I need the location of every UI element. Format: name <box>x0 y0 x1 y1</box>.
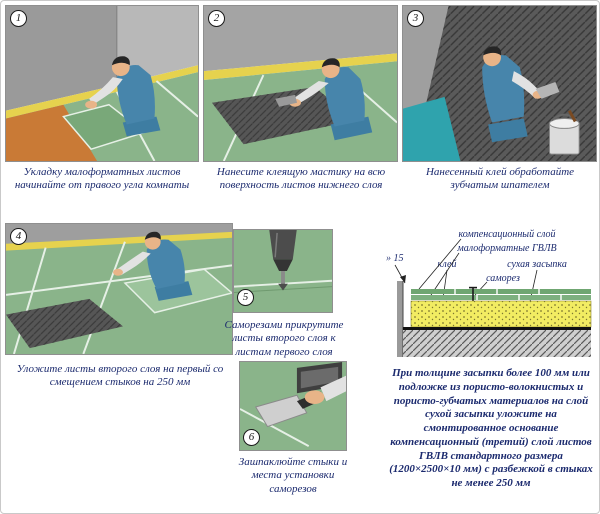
mastic-covered-sheet <box>6 298 123 349</box>
putty-tray-icon <box>296 362 343 394</box>
worker-figure <box>113 231 193 301</box>
step-caption-5: Саморезами прикрутите листы второго слоя… <box>224 319 344 358</box>
worker-figure <box>482 46 560 143</box>
step-caption-3: Нанесенный клей обработайте зубчатым шпа… <box>425 166 575 192</box>
worker-figure <box>85 56 161 137</box>
screw-symbol <box>469 286 477 303</box>
label-compensation-layer: компенсационный слой <box>459 229 556 240</box>
step-illustration-2 <box>203 5 398 162</box>
hand <box>304 390 325 405</box>
label-dry-backfill: сухая засыпка <box>507 259 567 270</box>
step-caption-2: Нанесите клеящую мастику на всю поверхно… <box>216 166 386 192</box>
step-number-badge: 6 <box>243 429 260 446</box>
step-illustration-3 <box>402 5 597 162</box>
worker-figure <box>275 58 373 141</box>
mastic-covered-sheet <box>211 86 355 145</box>
glue-bucket-icon <box>548 109 580 155</box>
cross-section-diagram: компенсационный слой малоформатные ГВЛВ … <box>385 225 597 363</box>
slab-line <box>403 327 591 330</box>
step-panel-4: 4 <box>5 223 233 355</box>
label-screw: саморез <box>486 273 520 284</box>
step-number-badge: 1 <box>10 10 27 27</box>
step-panel-3: 3 <box>402 5 597 162</box>
step-panel-1: 1 <box>5 5 199 162</box>
step-caption-4: Уложите листы второго слоя на первый со … <box>16 363 224 389</box>
step-number-badge: 5 <box>237 289 254 306</box>
gap-dimension: » 15 <box>386 253 404 264</box>
step-caption-1: Укладку малоформатных листов начинайте о… <box>14 166 190 192</box>
step-panel-5: 5 <box>233 229 333 313</box>
label-glue: клей <box>438 259 457 270</box>
gvlv-layers <box>411 289 591 300</box>
notched-trowel-icon <box>535 82 560 99</box>
step-number-badge: 4 <box>10 228 27 245</box>
step-number-badge: 3 <box>407 10 424 27</box>
cross-section-svg: компенсационный слой малоформатные ГВЛВ … <box>386 229 592 357</box>
teal-sheet <box>403 96 461 161</box>
step-illustration-1 <box>5 5 199 162</box>
putty-knife-icon <box>254 375 346 428</box>
step-number-badge: 2 <box>208 10 225 27</box>
trowel-icon <box>275 94 298 107</box>
arrowhead <box>400 275 406 283</box>
subfloor-area <box>6 104 98 161</box>
screw-icon <box>278 283 288 291</box>
screwdriver-icon <box>269 230 297 291</box>
backfill-layer <box>410 300 592 328</box>
step-panel-6: 6 <box>239 361 347 451</box>
wall-section <box>397 281 403 357</box>
step-caption-6: Зашпаклюйте стыки и места установки само… <box>238 456 348 495</box>
step-illustration-4 <box>5 223 233 355</box>
step-panel-2: 2 <box>203 5 398 162</box>
note-text: При толщине засыпки более 100 мм или под… <box>389 367 593 489</box>
label-small-format-sheets: малоформатные ГВЛВ <box>456 243 556 254</box>
base-slab <box>403 330 591 357</box>
